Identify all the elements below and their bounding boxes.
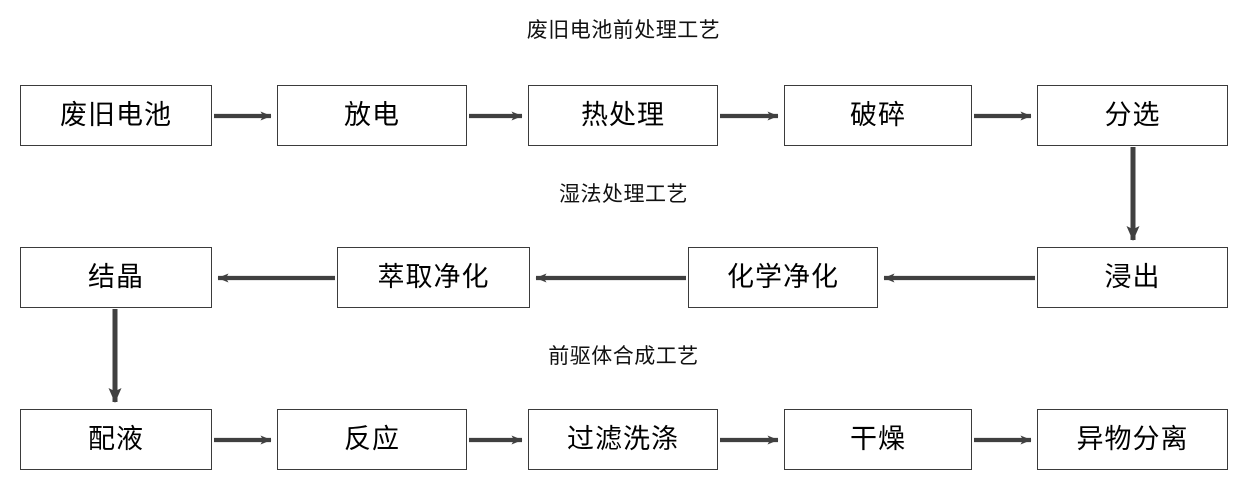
section-title-pretreatment: 废旧电池前处理工艺 bbox=[526, 18, 721, 42]
node-filtration-washing[interactable]: 过滤洗涤 bbox=[528, 409, 718, 470]
node-chemical-purification[interactable]: 化学净化 bbox=[688, 247, 878, 308]
node-extraction-purification[interactable]: 萃取净化 bbox=[337, 247, 530, 308]
node-solution-preparation[interactable]: 配液 bbox=[20, 409, 212, 470]
node-reaction[interactable]: 反应 bbox=[277, 409, 467, 470]
node-waste-battery[interactable]: 废旧电池 bbox=[20, 85, 212, 146]
node-sorting[interactable]: 分选 bbox=[1037, 85, 1228, 146]
node-crushing[interactable]: 破碎 bbox=[784, 85, 972, 146]
node-foreign-matter-separation[interactable]: 异物分离 bbox=[1037, 409, 1228, 470]
node-discharge[interactable]: 放电 bbox=[277, 85, 467, 146]
section-title-hydrometallurgy: 湿法处理工艺 bbox=[559, 182, 688, 206]
section-title-precursor-synthesis: 前驱体合成工艺 bbox=[548, 344, 699, 368]
node-leaching[interactable]: 浸出 bbox=[1037, 247, 1228, 308]
node-drying[interactable]: 干燥 bbox=[784, 409, 972, 470]
node-crystallization[interactable]: 结晶 bbox=[20, 247, 212, 308]
node-heat-treatment[interactable]: 热处理 bbox=[528, 85, 718, 146]
